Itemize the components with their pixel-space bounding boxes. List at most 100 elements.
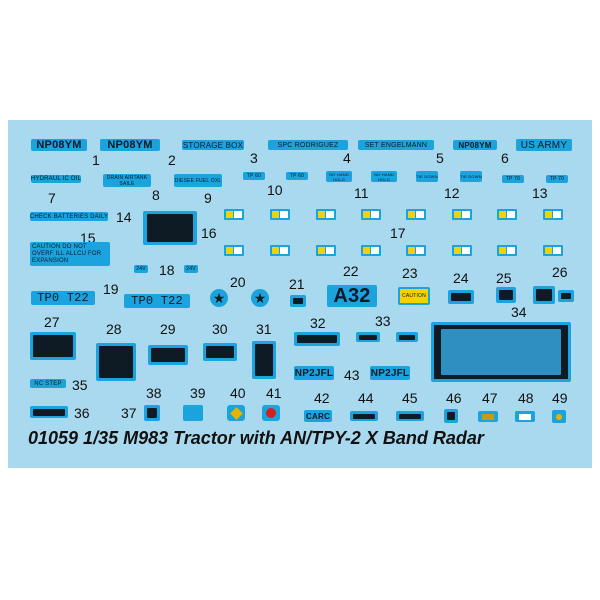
decal-15: CAUTION DO NOT OVERF ILL ALLCU FOR EXPAN… [30,242,110,266]
decal-11b: NO HAND HOLD [371,171,397,182]
decal-26 [533,286,555,304]
product-caption: 01059 1/35 M983 Tractor with AN/TPY-2 X … [28,428,484,448]
number-26: 26 [552,264,568,280]
decal-43b: NP2JFL [370,366,410,380]
number-17: 17 [390,225,406,241]
warning-label [497,245,517,256]
number-34: 34 [511,304,527,320]
number-27: 27 [44,314,60,330]
number-3: 3 [250,150,258,166]
decal-41 [262,405,280,421]
decal-43a: NP2JFL [294,366,334,380]
number-31: 31 [256,321,272,337]
decal-6: NP08YM [453,140,497,150]
decal-19a: TP0 T22 [31,291,95,305]
number-12: 12 [444,185,460,201]
number-8: 8 [152,187,160,203]
number-47: 47 [482,390,498,406]
decal-4: SPC RODRIGUEZ [268,140,348,150]
number-2: 2 [168,152,176,168]
decal-28 [96,343,136,381]
warning-label [224,245,244,256]
decal-19b: TP0 T22 [124,294,190,308]
number-22: 22 [343,263,359,279]
warning-label [452,245,472,256]
number-46: 46 [446,390,462,406]
number-40: 40 [230,385,246,401]
warning-label [361,209,381,220]
number-11: 11 [354,185,369,201]
star-insignia-icon: ★ [210,289,228,307]
decal-45 [396,411,424,421]
decal-18b: 24V [184,265,198,273]
decal-39 [183,405,203,421]
decal-44 [350,411,378,421]
number-19: 19 [103,281,119,297]
number-44: 44 [358,390,374,406]
number-35: 35 [72,377,88,393]
decal-40 [227,405,245,421]
number-38: 38 [146,385,162,401]
decal-31 [252,341,276,379]
decal-48 [515,411,535,422]
decal-38 [144,405,160,421]
number-32: 32 [310,315,326,331]
number-43: 43 [344,367,360,383]
warning-label [316,245,336,256]
number-39: 39 [190,385,206,401]
decal-12b: TIE DOWN [460,171,482,182]
warning-label [543,245,563,256]
decal-36 [30,406,68,418]
number-33: 33 [375,313,391,329]
number-6: 6 [501,150,509,166]
decal-34-panel [431,322,571,382]
number-23: 23 [402,265,418,281]
warning-label [497,209,517,220]
number-13: 13 [532,185,548,201]
warning-label [270,245,290,256]
number-18: 18 [159,262,175,278]
decal-24 [448,290,474,304]
decal-3: STORAGE BOX [182,140,244,150]
decal-33a [356,332,380,342]
decal-18a: 24V [134,265,148,273]
decal-12a: TIE DOWN [416,171,438,182]
decal-30 [203,343,237,361]
number-25: 25 [496,270,512,286]
decal-33b [396,332,418,342]
number-24: 24 [453,270,469,286]
decal-21 [290,295,306,307]
number-7: 7 [48,190,56,206]
star-insignia-icon: ★ [251,289,269,307]
warning-label [452,209,472,220]
number-15: 15 [80,230,96,246]
number-48: 48 [518,390,534,406]
decal-8: DRAIN AIRTANK SAILE [103,174,151,187]
decal-25 [496,287,516,303]
warning-label [406,245,426,256]
number-42: 42 [314,390,330,406]
decal-23: CAUTION [398,287,430,305]
decal-10b: TP 60 [286,172,308,180]
number-10: 10 [267,182,283,198]
number-1: 1 [92,152,100,168]
number-45: 45 [402,390,418,406]
decal-32 [294,332,340,346]
decal-42: CARC [304,410,332,422]
decal-7: HYDRAUL IC OIL [31,175,81,183]
decal-14: CHECK BATTERIES DAILY [30,212,108,221]
number-28: 28 [106,321,122,337]
decal-29 [148,345,188,365]
number-14: 14 [116,209,132,225]
number-5: 5 [436,150,444,166]
decal-5: SET ENGELMANN [358,140,434,150]
decal-13a: TP 70 [502,175,524,183]
number-41: 41 [266,385,282,401]
warning-label [316,209,336,220]
number-9: 9 [204,190,212,206]
decal-10a: TP 60 [243,172,265,180]
warning-label [406,209,426,220]
warning-label [224,209,244,220]
number-21: 21 [289,276,305,292]
